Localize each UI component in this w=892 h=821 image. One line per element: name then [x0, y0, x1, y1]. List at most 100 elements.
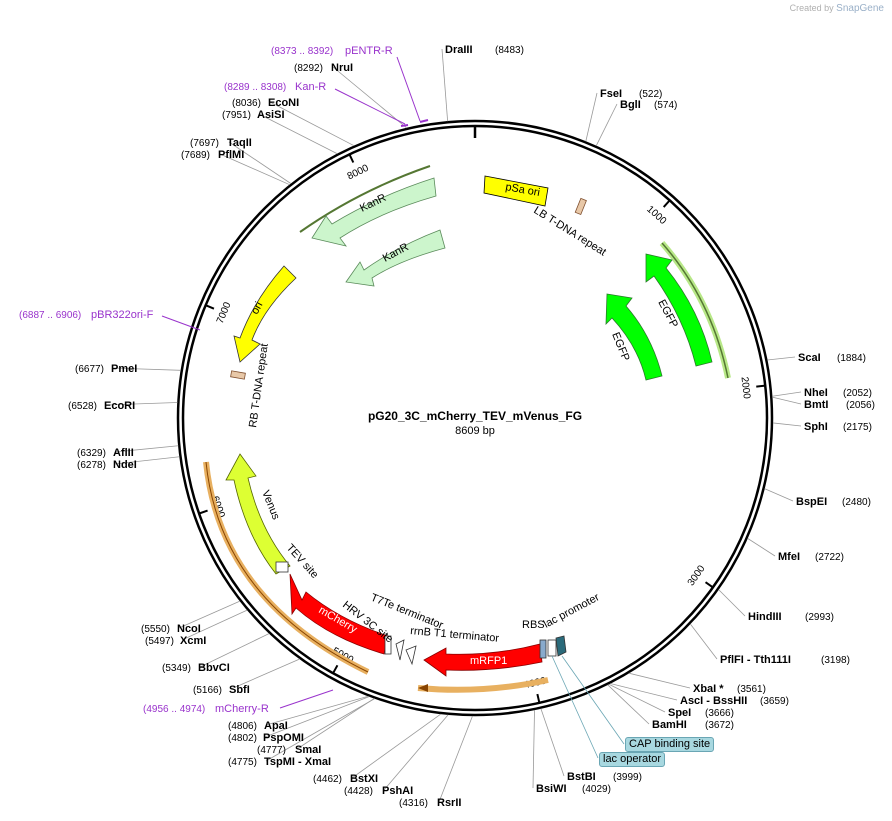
hrv-site-feature — [384, 635, 392, 655]
site-name-10: PflFI - Tth111I — [720, 654, 791, 666]
kanr-outer-arc — [299, 165, 431, 233]
mrfp1-label: mRFP1 — [470, 655, 507, 667]
venus-orf-arc — [205, 461, 369, 673]
site-pos-33: (7697) — [190, 138, 219, 149]
tick-label-7000: 7000 — [215, 300, 234, 325]
primer-mark-kanr — [400, 124, 409, 127]
site-leader-19 — [351, 713, 442, 779]
site-name-14: BamHI — [652, 719, 687, 731]
site-leader-17 — [438, 715, 473, 803]
site-pos-32: (7689) — [181, 150, 210, 161]
tick-mark-8000 — [348, 153, 355, 163]
kanr-outer-feature — [311, 177, 437, 247]
site-leader-32 — [219, 153, 290, 186]
site-name-27: NcoI — [177, 623, 201, 635]
site-pos-36: (8292) — [294, 63, 323, 74]
site-name-11: XbaI * — [693, 683, 724, 695]
cap-site-leader — [561, 655, 625, 745]
site-pos-5: (2056) — [846, 400, 875, 411]
site-name-6: SphI — [804, 421, 828, 433]
cap-binding-site-box: CAP binding site — [625, 737, 715, 752]
kanr-inner-feature — [345, 229, 446, 287]
site-leader-29 — [114, 445, 179, 453]
lac-operator-feature — [547, 639, 557, 657]
rbs-label: RBS — [522, 619, 545, 631]
site-name-1: FseI — [600, 88, 622, 100]
tev-site-feature — [275, 561, 289, 573]
brand-prefix: Created by — [789, 3, 834, 13]
venus-feature — [225, 453, 291, 575]
site-name-28: NdeI — [113, 459, 137, 471]
site-pos-26: (5497) — [145, 636, 174, 647]
site-name-31: PmeI — [111, 363, 137, 375]
site-leader-34 — [258, 113, 338, 155]
site-name-18: PshAI — [382, 785, 413, 797]
rb-repeat-label: RB T-DNA repeat — [247, 343, 271, 429]
site-leader-30 — [105, 402, 178, 406]
tick-mark-6000 — [197, 509, 208, 515]
ori-label: ori — [249, 300, 265, 316]
site-leader-15 — [540, 708, 565, 777]
site-name-23: ApaI — [264, 720, 288, 732]
site-pos-24: (5166) — [193, 685, 222, 696]
site-leader-33 — [228, 141, 292, 184]
tick-label-3000: 3000 — [686, 563, 708, 588]
site-pos-13: (3666) — [705, 708, 734, 719]
site-pos-35: (8036) — [232, 98, 261, 109]
site-pos-7: (2480) — [842, 497, 871, 508]
site-pos-31: (6677) — [75, 364, 104, 375]
primer-name-pentr: pENTR-R — [345, 45, 393, 57]
site-name-24: SbfI — [229, 684, 250, 696]
t7te-feature — [395, 639, 405, 661]
plasmid-length: 8609 bp — [455, 425, 495, 437]
primer-pos-mcherry: (4956 .. 4974) — [143, 704, 205, 715]
lac-promoter-feature — [555, 635, 567, 657]
tick-mark-5000 — [331, 664, 339, 675]
site-leader-22 — [264, 696, 370, 738]
site-leader-8 — [747, 538, 776, 557]
tick-mark-1000 — [662, 198, 672, 208]
tick-mark-3000 — [704, 581, 715, 589]
site-pos-23: (4806) — [228, 721, 257, 732]
site-leader-13 — [608, 683, 666, 713]
primer-line-mcherry — [279, 689, 334, 709]
site-leader-6 — [772, 422, 802, 427]
tev-site-label: TEV site — [284, 542, 321, 581]
backbone-inner-ring — [181, 124, 769, 712]
tick-label-1000: 1000 — [644, 204, 668, 227]
lac-promoter-label: lac promoter — [542, 591, 602, 630]
site-name-30: EcoRI — [104, 400, 135, 412]
site-leader-27 — [178, 600, 241, 629]
tick-mark-7000 — [204, 303, 215, 310]
site-leader-24 — [230, 658, 300, 690]
site-pos-9: (2993) — [805, 612, 834, 623]
site-pos-11: (3561) — [737, 684, 766, 695]
site-labels: DraIII(8483)FseI(522)BglI(574)ScaI(1884)… — [68, 44, 875, 809]
site-pos-1: (522) — [639, 89, 662, 100]
psa-ori-label: pSa ori — [504, 181, 540, 199]
primer-pos-pbr: (6887 .. 6906) — [19, 310, 81, 321]
site-name-19: BstXI — [350, 773, 378, 785]
primer-name-mcherry: mCherry-R — [215, 703, 269, 715]
site-pos-22: (4802) — [228, 733, 257, 744]
site-leader-5 — [772, 396, 802, 405]
site-leader-14 — [607, 684, 650, 725]
site-name-0: DraIII — [445, 44, 473, 56]
lb-repeat-feature — [574, 197, 587, 216]
site-name-12: AscI - BssHII — [680, 695, 747, 707]
site-leader-3 — [767, 356, 796, 361]
plasmid-title: pG20_3C_mCherry_TEV_mVenus_FG — [368, 409, 582, 423]
primer-line-kanr — [334, 88, 406, 125]
site-leader-20 — [265, 698, 375, 762]
site-leader-21 — [296, 698, 375, 750]
site-leader-lines — [105, 48, 802, 803]
site-pos-17: (4316) — [399, 798, 428, 809]
primer-pos-kanr: (8289 .. 8308) — [224, 82, 286, 93]
mcherry-feature — [289, 573, 389, 655]
venus-label: Venus — [259, 489, 282, 522]
site-name-26: XcmI — [180, 635, 206, 647]
site-leader-36 — [332, 66, 407, 129]
mrfp1-orf-arrowhead — [418, 684, 428, 692]
site-pos-27: (5550) — [141, 624, 170, 635]
